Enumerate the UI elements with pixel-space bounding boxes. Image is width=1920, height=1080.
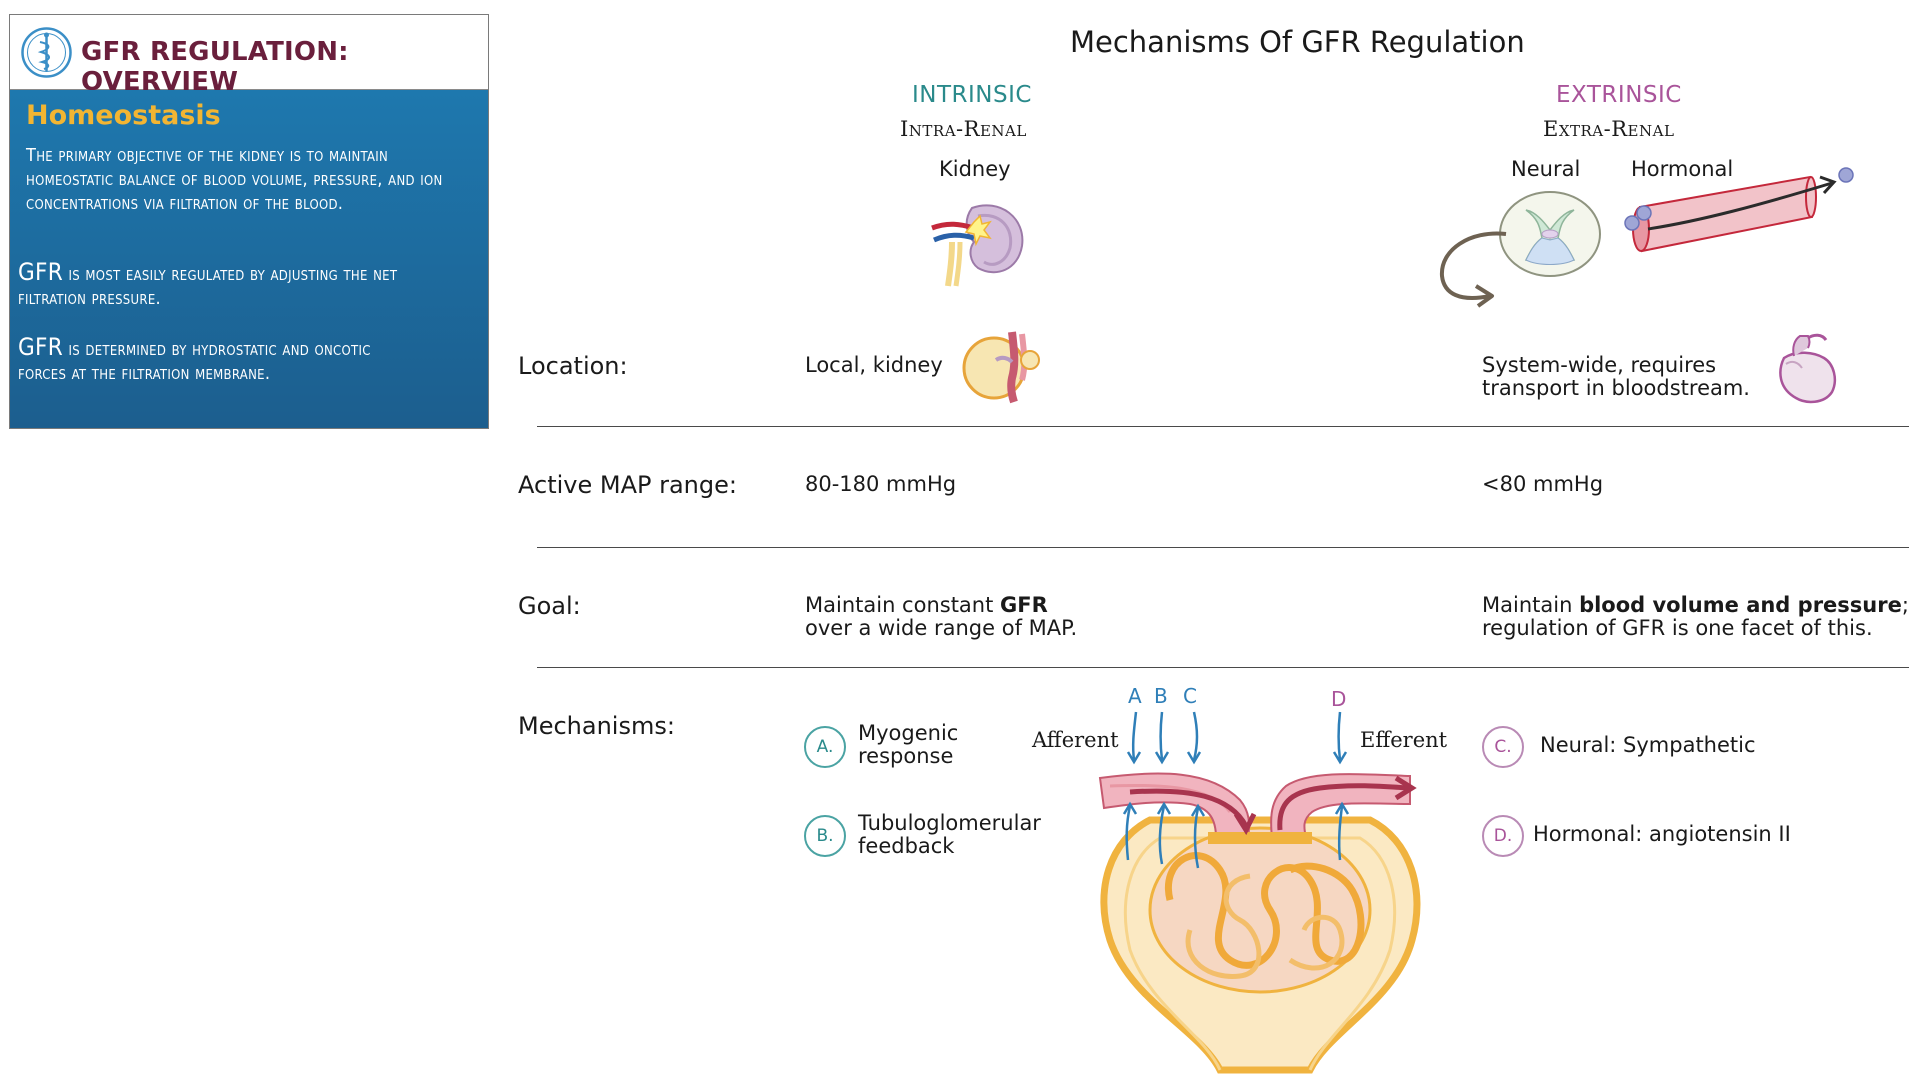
mechanism-a-line1: Myogenic xyxy=(858,721,959,745)
row-divider xyxy=(537,547,1909,548)
extrinsic-label: EXTRINSIC xyxy=(1556,82,1682,108)
goal-intrinsic-value-line2: over a wide range of MAP. xyxy=(805,616,1078,640)
kidney-icon xyxy=(931,204,1024,287)
goal-intrinsic-text: Maintain constant xyxy=(805,593,1001,617)
location-row-label: Location: xyxy=(518,352,628,380)
map-range-row-label: Active MAP range: xyxy=(518,471,737,499)
gfr-term: GFR xyxy=(18,333,64,361)
mechanism-b-line2: feedback xyxy=(858,834,955,858)
heart-icon xyxy=(1779,333,1836,404)
mechanism-b-badge: B. xyxy=(804,815,846,857)
hormonal-label: Hormonal xyxy=(1631,157,1734,181)
mechanism-a-line2: response xyxy=(858,744,954,768)
nephron-corpuscle-icon xyxy=(962,331,1040,404)
extra-renal-label: Extra-Renal xyxy=(1543,117,1675,141)
row-divider xyxy=(537,667,1909,668)
location-extrinsic-value-line1: System-wide, requires xyxy=(1482,353,1717,377)
goal-extrinsic-emphasis: blood volume and pressure xyxy=(1579,593,1902,617)
neural-label: Neural xyxy=(1511,157,1581,181)
kidney-label: Kidney xyxy=(939,157,1011,181)
location-extrinsic-value-line2: transport in bloodstream. xyxy=(1482,376,1750,400)
goal-extrinsic-value-line2: regulation of GFR is one facet of this. xyxy=(1482,616,1873,640)
goal-row-label: Goal: xyxy=(518,592,581,620)
diagram-title: Mechanisms Of GFR Regulation xyxy=(1070,25,1525,59)
overview-paragraph-1: The primary objective of the kidney is t… xyxy=(26,145,443,214)
goal-extrinsic-value-line1: Maintain blood volume and pressure; xyxy=(1482,594,1909,617)
mechanism-a-badge: A. xyxy=(804,726,846,768)
overview-paragraph-3: GFR is determined by hydrostatic and onc… xyxy=(18,335,398,386)
overview-card-header: GFR REGULATION: OVERVIEW xyxy=(10,15,488,97)
mechanism-c-text: Neural: Sympathetic xyxy=(1540,733,1756,757)
arrow-letter-d: D xyxy=(1331,687,1347,711)
afferent-label: Afferent xyxy=(1032,728,1119,752)
spinal-cord-icon xyxy=(1439,191,1601,308)
row-divider xyxy=(537,426,1909,427)
overview-card-title: GFR REGULATION: OVERVIEW xyxy=(81,37,349,97)
caduceus-logo-icon xyxy=(21,27,72,78)
map-range-extrinsic-value: <80 mmHg xyxy=(1482,472,1604,496)
goal-intrinsic-value-line1: Maintain constant GFR xyxy=(805,594,1048,617)
mechanism-c-badge: C. xyxy=(1482,726,1524,768)
blood-vessel-hormone-icon xyxy=(1624,167,1854,253)
overview-paragraph-2: GFR is most easily regulated by adjustin… xyxy=(18,260,418,311)
goal-extrinsic-text: Maintain xyxy=(1482,593,1580,617)
overview-paragraph-3-text: is determined by hydrostatic and oncotic… xyxy=(18,339,371,384)
map-range-intrinsic-value: 80-180 mmHg xyxy=(805,472,957,496)
mechanism-d-badge: D. xyxy=(1482,815,1524,857)
mechanism-d-text: Hormonal: angiotensin II xyxy=(1533,822,1791,846)
homeostasis-subtitle: Homeostasis xyxy=(26,100,221,131)
gfr-term: GFR xyxy=(18,258,64,286)
mechanism-b-line1: Tubuloglomerular xyxy=(858,811,1041,835)
arrow-letter-c: C xyxy=(1183,684,1197,708)
overview-paragraph-2-text: is most easily regulated by adjusting th… xyxy=(18,264,398,309)
overview-card-body: Homeostasis The primary objective of the… xyxy=(10,90,488,428)
intra-renal-label: Intra-Renal xyxy=(900,117,1027,141)
efferent-label: Efferent xyxy=(1360,728,1448,752)
arrow-letter-b: B xyxy=(1154,684,1168,708)
mechanisms-row-label: Mechanisms: xyxy=(518,712,675,740)
overview-card: GFR REGULATION: OVERVIEW Homeostasis The… xyxy=(9,14,489,429)
goal-intrinsic-emphasis: GFR xyxy=(1000,593,1048,617)
arrow-letter-a: A xyxy=(1128,684,1142,708)
intrinsic-label: INTRINSIC xyxy=(912,82,1032,108)
location-intrinsic-value: Local, kidney xyxy=(805,353,943,377)
goal-extrinsic-punct: ; xyxy=(1901,593,1909,617)
glomerulus-illustration xyxy=(1098,711,1421,1074)
